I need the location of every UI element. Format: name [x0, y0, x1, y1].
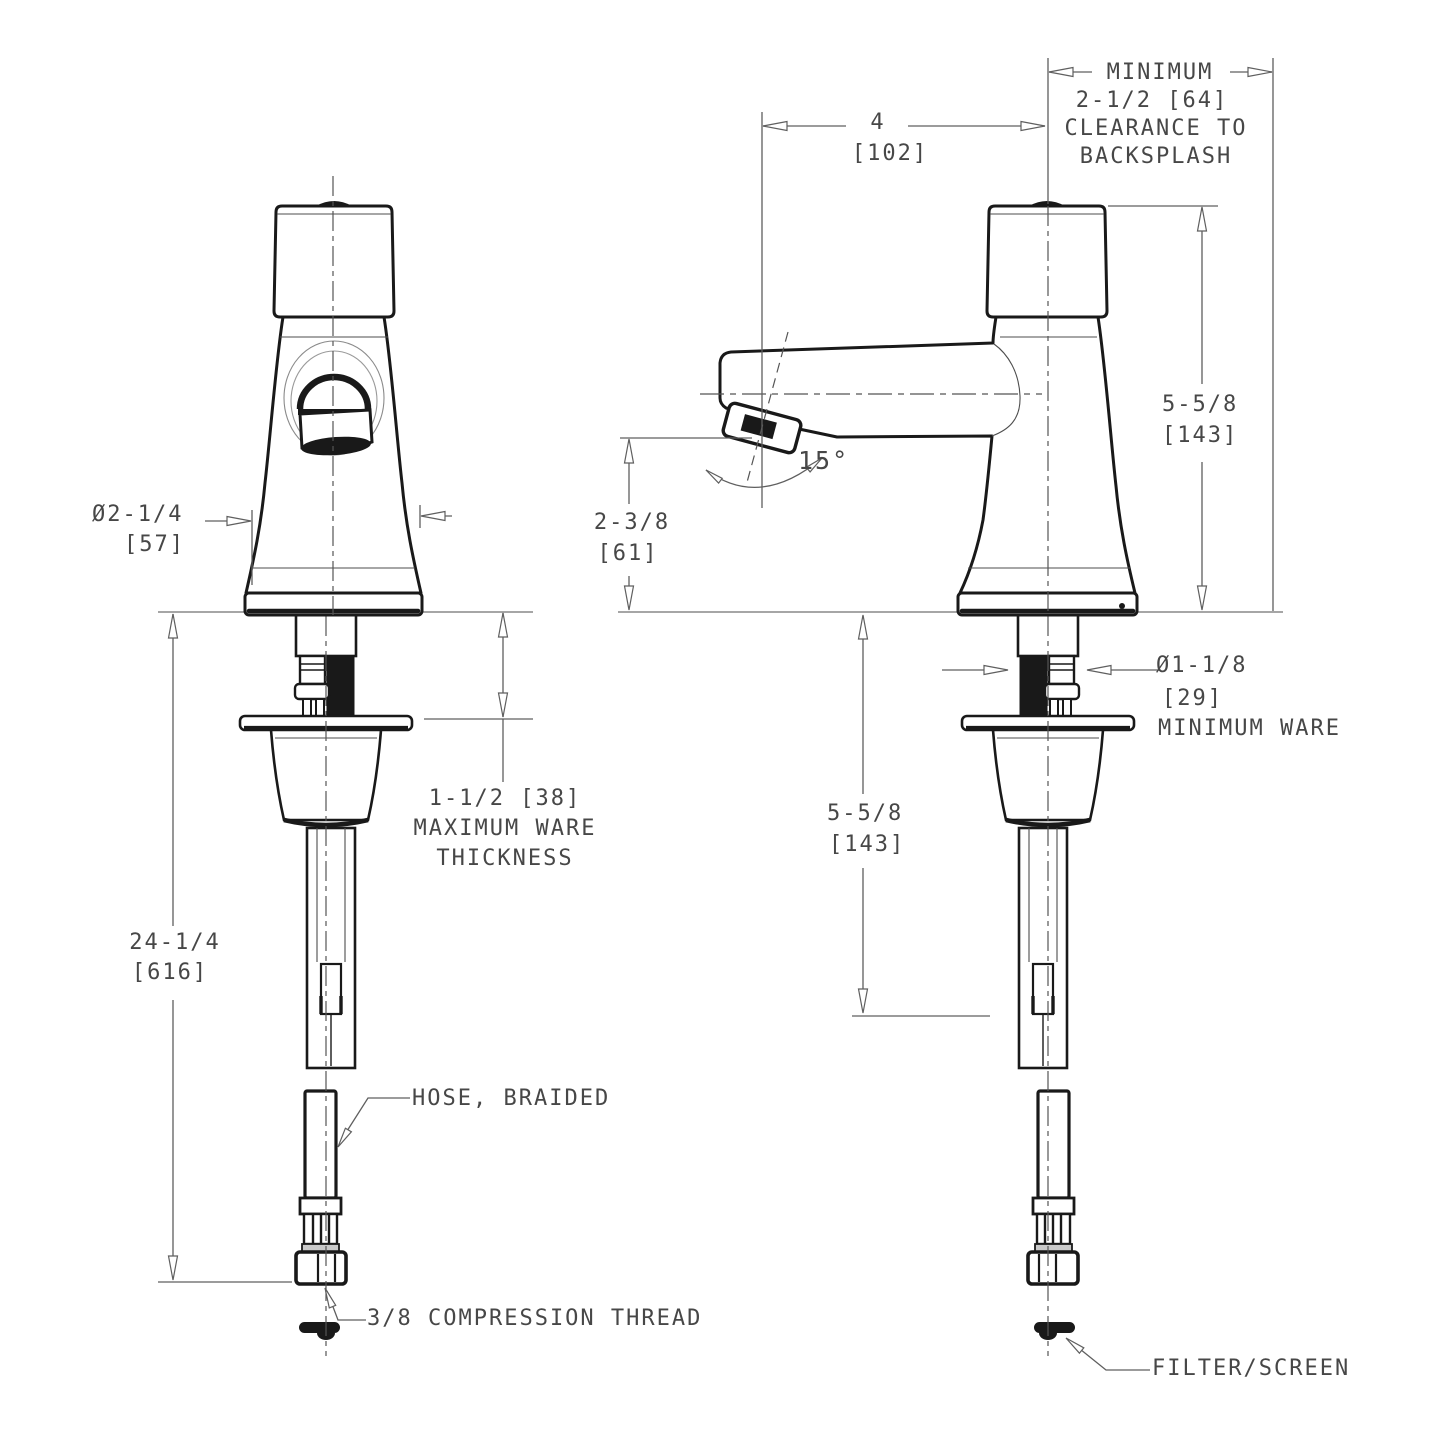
dim-ware-thickness-line2: MAXIMUM WARE — [413, 816, 597, 841]
dim-clearance-line3: CLEARANCE TO — [1064, 116, 1248, 141]
dim-spout-reach-mm: [102] — [851, 141, 929, 166]
dim-clearance-line4: BACKSPLASH — [1079, 144, 1233, 169]
dim-base-diameter-mm: [57] — [124, 532, 185, 557]
dim-outlet-height-mm: [61] — [597, 541, 659, 566]
dim-clearance-line1: MINIMUM — [1106, 60, 1214, 85]
callout-compression-thread: 3/8 COMPRESSION THREAD — [367, 1306, 703, 1331]
front-spout-outlet — [283, 340, 385, 456]
dimension-lines — [158, 58, 1274, 1283]
front-push-button — [316, 201, 352, 206]
dim-ware-thickness-line3: THICKNESS — [436, 846, 574, 871]
dim-shank-diameter-mm: [29] — [1162, 686, 1223, 711]
dim-outlet-height-in: 2-3/8 — [593, 510, 671, 535]
centerlines — [332, 176, 1049, 615]
leader-lines — [324, 1097, 1150, 1371]
dim-below-deck-in: 5-5/8 — [827, 801, 904, 826]
dim-overall-length-in: 24-1/4 — [129, 930, 221, 955]
side-push-button — [1029, 201, 1065, 206]
dim-overall-length-mm: [616] — [131, 960, 209, 985]
dim-ware-thickness-line1: 1-1/2 [38] — [428, 786, 582, 811]
front-cap — [272, 204, 396, 319]
dim-spout-reach-in: 4 — [870, 110, 886, 135]
dim-base-diameter-in: Ø2-1/4 — [92, 502, 184, 527]
dim-height-above-in: 5-5/8 — [1162, 392, 1239, 417]
side-cap — [985, 204, 1109, 319]
callout-hose-braided: HOSE, BRAIDED — [412, 1086, 611, 1111]
dim-height-above-mm: [143] — [1162, 423, 1239, 448]
side-view — [718, 201, 1139, 1356]
front-view — [240, 201, 424, 1356]
dim-shank-diameter-in: Ø1-1/8 — [1156, 653, 1248, 678]
callout-filter-screen: FILTER/SCREEN — [1152, 1356, 1351, 1381]
side-body-and-spout — [718, 315, 1137, 595]
dim-shank-diameter-note: MINIMUM WARE — [1158, 716, 1341, 741]
dim-spout-angle: 15° — [798, 446, 850, 475]
dim-below-deck-mm: [143] — [829, 832, 906, 857]
spout-axis-line — [745, 331, 789, 487]
dim-clearance-line2: 2-1/2 [64] — [1075, 88, 1229, 113]
